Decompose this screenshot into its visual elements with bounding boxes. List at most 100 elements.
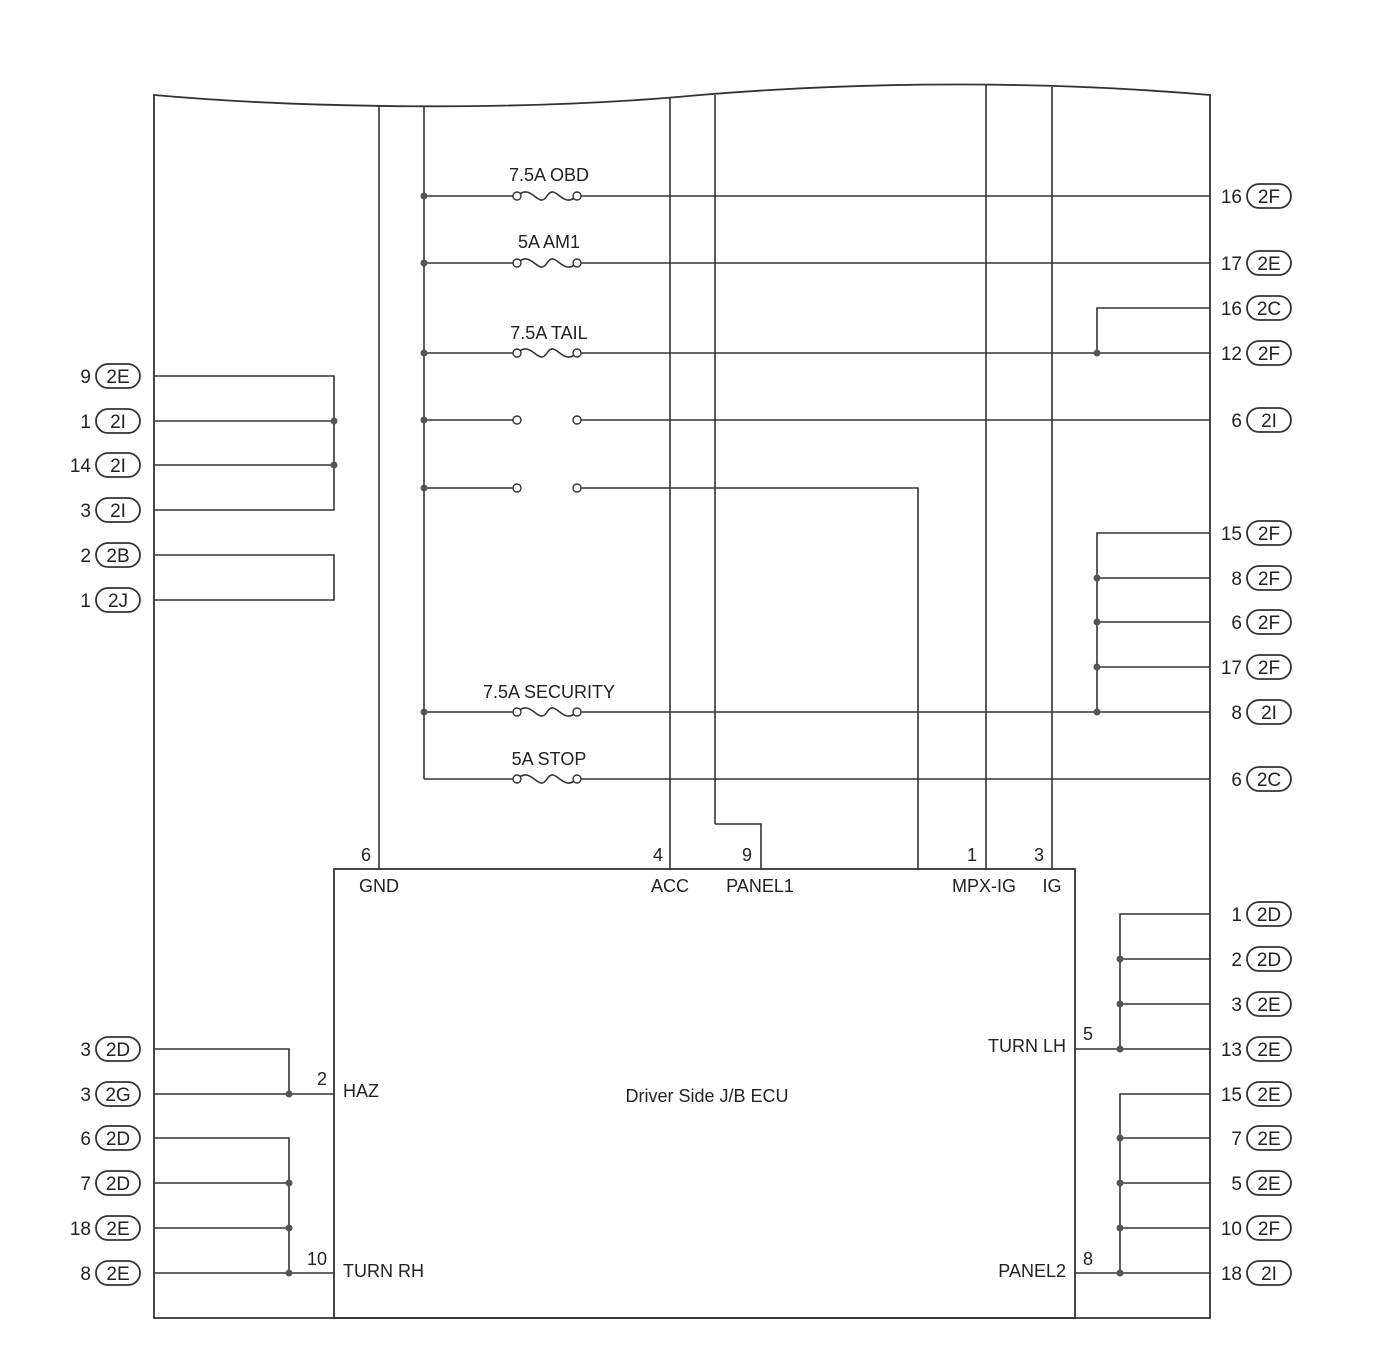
fuse-symbol (516, 258, 578, 268)
connector-code: 2F (1258, 569, 1280, 590)
ecu-pin-name: TURN RH (343, 1261, 424, 1281)
connector-code: 2E (1257, 995, 1280, 1016)
fuse-terminals (512, 191, 582, 784)
connector-pin: 17 (1221, 254, 1242, 275)
ecu-pin-number: 6 (361, 845, 371, 865)
fuse-label-tail: 7.5A TAIL (510, 323, 587, 343)
connector-oval (95, 1036, 141, 1062)
ecu-pin-name: GND (359, 876, 399, 896)
connector-label: 8 2I (1231, 699, 1292, 725)
connector-label: 9 2E (80, 363, 141, 389)
vertical-wires (378, 85, 1053, 869)
connector-pin: 15 (1221, 1085, 1242, 1106)
connector-pin: 3 (80, 501, 91, 522)
connector-code: 2E (106, 1264, 129, 1285)
connector-code: 2F (1258, 658, 1280, 679)
fuse-symbol (516, 191, 578, 201)
connector-pin: 16 (1221, 299, 1242, 320)
connector-label: 6 2C (1231, 766, 1292, 792)
connector-label: 1 2I (80, 408, 141, 434)
connector-label: 5 2E (1231, 1170, 1292, 1196)
connector-oval (95, 587, 141, 613)
connector-label: 18 2E (70, 1215, 141, 1241)
ecu-pin-number: 5 (1083, 1024, 1093, 1044)
connector-label: 16 2C (1221, 295, 1292, 321)
ecu-pin-number: 10 (307, 1249, 327, 1269)
connector-pin: 10 (1221, 1219, 1242, 1240)
connector-oval (1246, 609, 1292, 635)
connector-oval (95, 1260, 141, 1286)
ecu-pin-name: PANEL1 (726, 876, 794, 896)
connector-code: 2E (106, 1219, 129, 1240)
fuse-symbol (516, 348, 578, 358)
connector-code: 2I (1261, 1264, 1277, 1285)
connector-oval (1246, 183, 1292, 209)
connector-label: 1 2J (80, 587, 141, 613)
connector-pin: 18 (70, 1219, 91, 1240)
connector-oval (95, 1215, 141, 1241)
ecu-pin-name: ACC (651, 876, 689, 896)
connector-oval (1246, 1036, 1292, 1062)
connector-label: 1 2D (1231, 901, 1292, 927)
connector-code: 2E (1257, 254, 1280, 275)
connector-oval (1246, 250, 1292, 276)
connector-code: 2C (1257, 770, 1281, 791)
connector-label: 12 2F (1221, 340, 1292, 366)
ecu-pin-number: 4 (653, 845, 663, 865)
connector-code: 2F (1258, 344, 1280, 365)
connector-code: 2I (1261, 703, 1277, 724)
connector-code: 2C (1257, 299, 1281, 320)
fuse-label-am1: 5A AM1 (518, 232, 580, 252)
connector-pin: 1 (80, 412, 91, 433)
connector-pin: 6 (1231, 613, 1242, 634)
connector-code: 2F (1258, 1219, 1280, 1240)
connector-code: 2F (1258, 613, 1280, 634)
left-lower-wires (154, 1048, 334, 1274)
connector-label: 2 2D (1231, 946, 1292, 972)
connector-pin: 2 (1231, 950, 1242, 971)
connector-code: 2I (110, 456, 126, 477)
connector-pin: 6 (1231, 770, 1242, 791)
connector-oval (1246, 407, 1292, 433)
connector-label: 15 2E (1221, 1081, 1292, 1107)
connector-pin: 17 (1221, 658, 1242, 679)
connector-oval (1246, 766, 1292, 792)
connector-code: 2B (106, 546, 129, 567)
connector-code: 2F (1258, 187, 1280, 208)
connector-pin: 3 (80, 1040, 91, 1061)
connector-oval (1246, 699, 1292, 725)
connector-oval (1246, 1260, 1292, 1286)
connector-code: 2E (1257, 1129, 1280, 1150)
fuse-label-obd: 7.5A OBD (509, 165, 589, 185)
ecu-title: Driver Side J/B ECU (625, 1086, 788, 1106)
connector-code: 2D (1257, 905, 1281, 926)
connector-label: 6 2F (1231, 609, 1292, 635)
connector-code: 2E (1257, 1174, 1280, 1195)
connector-code: 2E (1257, 1040, 1280, 1061)
fuse-symbol (516, 774, 578, 784)
connector-oval (1246, 1125, 1292, 1151)
connector-label: 10 2F (1221, 1215, 1292, 1241)
connector-pin: 18 (1221, 1264, 1242, 1285)
ecu-pin-number: 8 (1083, 1249, 1093, 1269)
connector-code: 2D (106, 1040, 130, 1061)
connector-code: 2D (1257, 950, 1281, 971)
connector-code: 2I (1261, 411, 1277, 432)
connector-pin: 7 (80, 1174, 91, 1195)
connector-oval (1246, 991, 1292, 1017)
junction-block-outline (153, 83, 1211, 1319)
junction-dots (285, 192, 1124, 1277)
connector-pin: 8 (1231, 703, 1242, 724)
connector-label: 3 2G (80, 1081, 141, 1107)
connector-oval (95, 497, 141, 523)
connector-pin: 8 (1231, 569, 1242, 590)
ecu-side-pins: 2 HAZ 10 TURN RH 5 TURN LH 8 PANEL2 (307, 1024, 1093, 1281)
connector-code: 2E (1257, 1085, 1280, 1106)
connector-label: 6 2I (1231, 407, 1292, 433)
connector-oval (95, 363, 141, 389)
connector-oval (1246, 340, 1292, 366)
connector-oval (1246, 1170, 1292, 1196)
left-connectors: 9 2E 1 2I 14 2I 3 2I 2 2B 1 2J (70, 363, 141, 1286)
ecu-pin-name: TURN LH (988, 1036, 1066, 1056)
